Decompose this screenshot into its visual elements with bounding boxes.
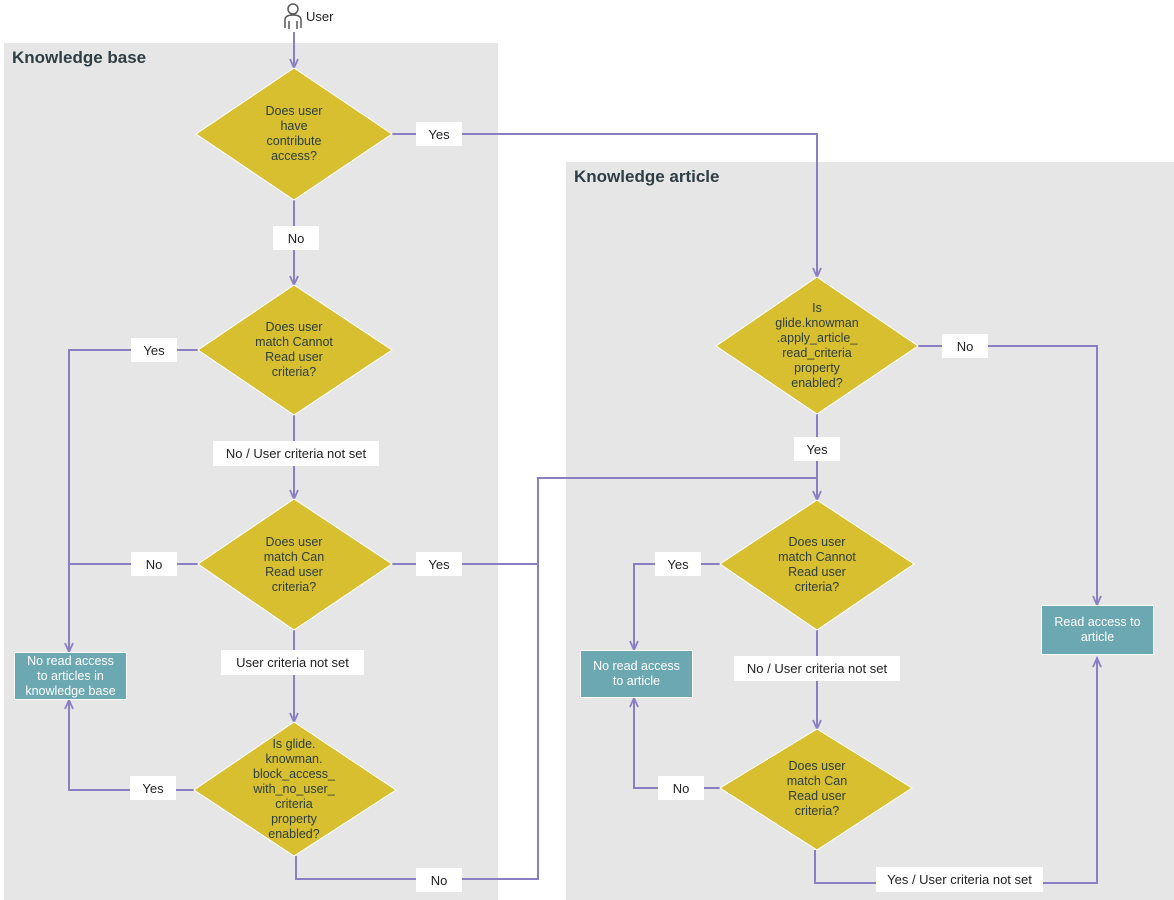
decision-kb-cannot-read-shape <box>197 284 393 416</box>
connector-kb-can-yes <box>392 477 817 565</box>
connector-art-cannot-yes <box>634 563 720 650</box>
outcome-read-access-article: Read access to article <box>1041 605 1154 655</box>
decision-apply-article-property: Is glide.knowman .apply_article_ read_cr… <box>775 301 859 390</box>
decision-kb-can-read-shape <box>197 498 393 631</box>
knowledge-article-lane-title: Knowledge article <box>574 167 720 186</box>
outcome-no-read-knowledge-base: No read access to articles in knowledge … <box>14 652 127 700</box>
decision-kb-can-read: Does user match Can Read user criteria? <box>263 535 325 594</box>
outcome-no-read-article: No read access to article <box>580 650 693 698</box>
knowledge-base-lane-title: Knowledge base <box>12 48 147 67</box>
decision-apply-article-shape <box>715 276 919 415</box>
decision-block-access-shape <box>193 721 397 857</box>
decision-art-can-read-shape <box>719 728 913 851</box>
decision-contribute-access-shape <box>195 67 393 201</box>
label-kb-can-no: No <box>131 552 177 576</box>
label-kb-cannot-yes: Yes <box>131 338 177 362</box>
decision-kb-cannot-read: Does user match Cannot Read user criteri… <box>255 320 333 379</box>
person-icon <box>284 3 302 29</box>
label-contribute-yes: Yes <box>416 122 462 146</box>
label-kb-cannot-no-criteria: No / User criteria not set <box>213 441 379 466</box>
decision-contribute-access: Does user have contribute access? <box>265 104 323 163</box>
label-art-can-no: No <box>658 776 704 800</box>
decision-art-cannot-read: Does user match Cannot Read user criteri… <box>778 535 856 594</box>
label-kb-can-yes: Yes <box>416 552 462 576</box>
connector-art-can-no <box>634 698 720 789</box>
label-kb-criteria-not-set: User criteria not set <box>221 650 364 675</box>
label-block-yes: Yes <box>130 776 176 800</box>
label-art-cannot-no-criteria: No / User criteria not set <box>734 656 900 681</box>
connector-kb-cannot-yes <box>69 349 198 652</box>
decision-art-can-read: Does user match Can Read user criteria? <box>786 759 848 818</box>
label-block-no: No <box>416 868 462 892</box>
user-actor-label: User <box>306 9 334 24</box>
label-apply-no: No <box>942 334 988 358</box>
decision-art-cannot-read-shape <box>719 499 915 631</box>
connector-apply-no <box>918 345 1097 605</box>
connector-contribute-yes <box>392 133 817 277</box>
label-art-cannot-yes: Yes <box>655 552 701 576</box>
label-art-can-yes-criteria: Yes / User criteria not set <box>876 867 1043 892</box>
label-contribute-no: No <box>273 226 319 250</box>
label-apply-yes: Yes <box>794 437 840 461</box>
decision-block-access-property: Is glide. knowman. block_access_ with_no… <box>253 736 335 841</box>
